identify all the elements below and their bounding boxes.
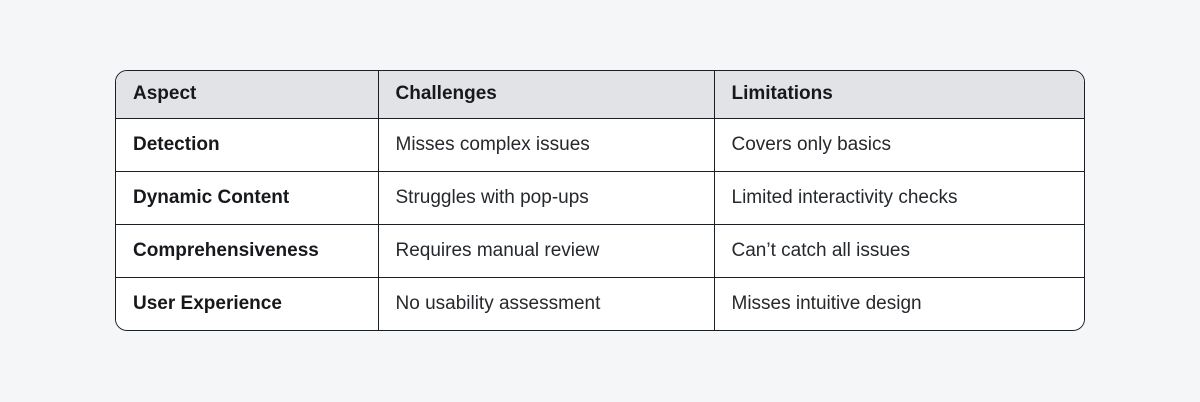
table-row: User Experience No usability assessment …	[116, 277, 1084, 330]
cell-challenge: Struggles with pop-ups	[378, 171, 715, 225]
column-header-aspect: Aspect	[116, 71, 379, 119]
table-row: Dynamic Content Struggles with pop-ups L…	[116, 171, 1084, 225]
cell-aspect: Detection	[116, 118, 379, 172]
table-header-row: Aspect Challenges Limitations	[116, 71, 1084, 119]
cell-aspect: Comprehensiveness	[116, 224, 379, 278]
cell-challenge: Requires manual review	[378, 224, 715, 278]
cell-limitation: Can’t catch all issues	[714, 224, 1084, 278]
table-row: Comprehensiveness Requires manual review…	[116, 224, 1084, 278]
cell-challenge: Misses complex issues	[378, 118, 715, 172]
cell-aspect: Dynamic Content	[116, 171, 379, 225]
table-row: Detection Misses complex issues Covers o…	[116, 118, 1084, 172]
cell-limitation: Misses intuitive design	[714, 277, 1084, 330]
cell-limitation: Limited interactivity checks	[714, 171, 1084, 225]
comparison-table-card: Aspect Challenges Limitations Detection …	[115, 70, 1085, 331]
cell-limitation: Covers only basics	[714, 118, 1084, 172]
column-header-challenges: Challenges	[378, 71, 715, 119]
cell-challenge: No usability assessment	[378, 277, 715, 330]
cell-aspect: User Experience	[116, 277, 379, 330]
column-header-limitations: Limitations	[714, 71, 1084, 119]
comparison-table: Aspect Challenges Limitations Detection …	[116, 71, 1084, 330]
